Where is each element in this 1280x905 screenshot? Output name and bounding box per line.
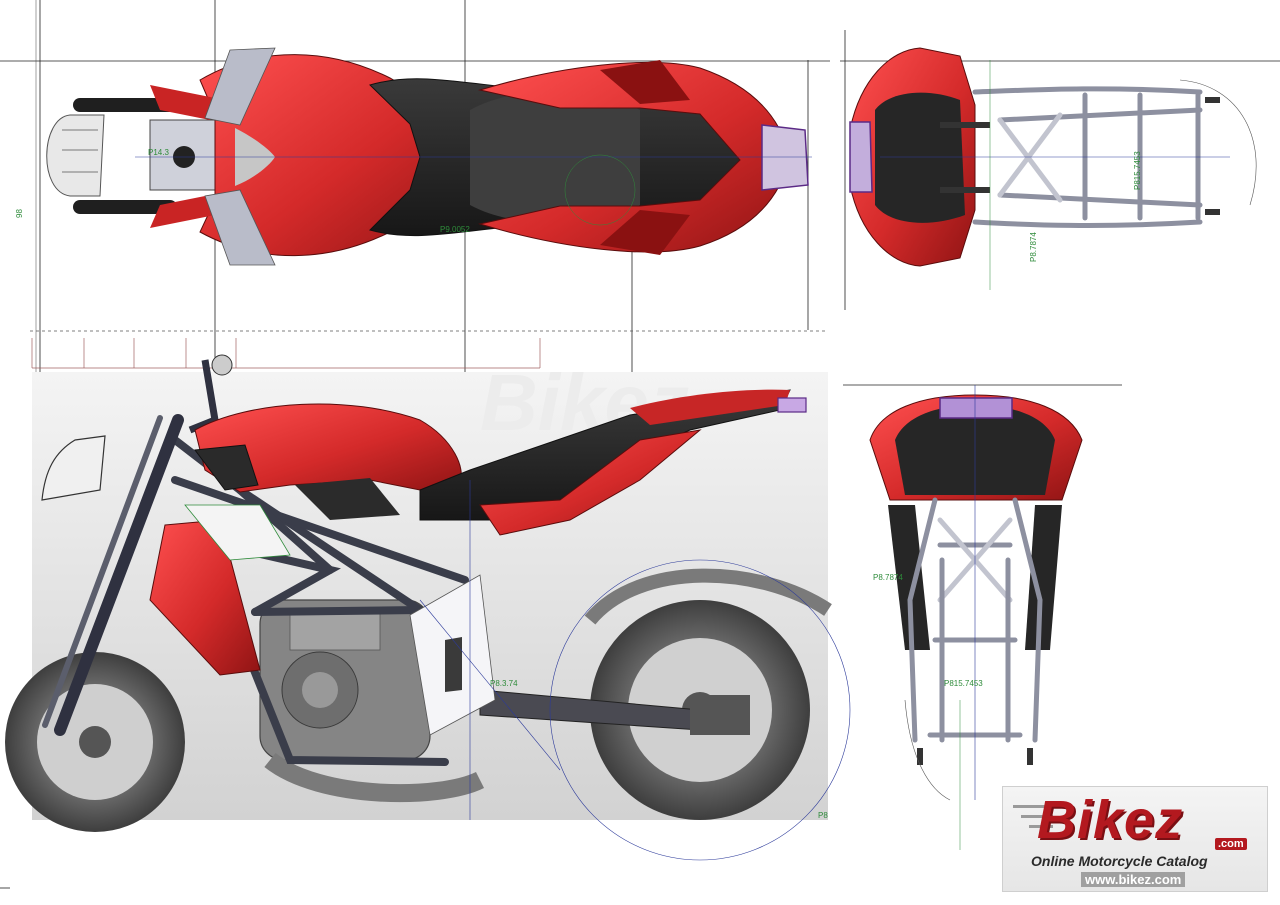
rear-frame-top bbox=[972, 86, 1203, 228]
rear-view-bottom: P8.7874 P815.7453 bbox=[869, 385, 1083, 850]
seat-side bbox=[419, 389, 791, 521]
dimension-label: P815.7453 bbox=[944, 679, 983, 688]
side-view: Bikez bbox=[5, 354, 851, 861]
headlight-side bbox=[41, 435, 106, 501]
rear-view-top: P815.7453 P8.7874 bbox=[849, 47, 1257, 290]
tail-section-side bbox=[479, 429, 702, 536]
handlebar bbox=[73, 98, 177, 214]
front-fork bbox=[42, 414, 184, 736]
dimension-ruler bbox=[31, 338, 541, 369]
logo-url: www.bikez.com bbox=[1081, 872, 1186, 887]
dimension-label: P8.7874 bbox=[873, 573, 903, 582]
speed-line-icon bbox=[1013, 805, 1053, 808]
tail-light-top bbox=[761, 124, 809, 191]
handlebar-side bbox=[188, 359, 219, 434]
dimension-label: P9.0052 bbox=[440, 225, 470, 234]
dimension-label: P8 bbox=[818, 811, 828, 820]
speed-line-icon bbox=[1029, 825, 1053, 828]
logo-brand-name: Bikez bbox=[1037, 790, 1184, 850]
bikez-logo-watermark: Bikez .com Online Motorcycle Catalog www… bbox=[1002, 786, 1268, 892]
logo-dotcom: .com bbox=[1215, 838, 1247, 850]
dimension-label: 98 bbox=[15, 209, 24, 218]
engine bbox=[259, 599, 485, 803]
speed-line-icon bbox=[1021, 815, 1053, 818]
dimension-label: P815.7453 bbox=[1133, 151, 1142, 190]
tail-light-side bbox=[777, 397, 807, 413]
dimension-label: P8.7874 bbox=[1029, 232, 1038, 262]
headlight-top bbox=[46, 114, 105, 197]
dimension-label: P14.3 bbox=[148, 148, 169, 157]
logo-tagline: Online Motorcycle Catalog bbox=[1031, 853, 1208, 869]
top-view: P14.3 P9.0052 98 bbox=[15, 47, 812, 266]
dimension-label: P8.3.74 bbox=[490, 679, 518, 688]
